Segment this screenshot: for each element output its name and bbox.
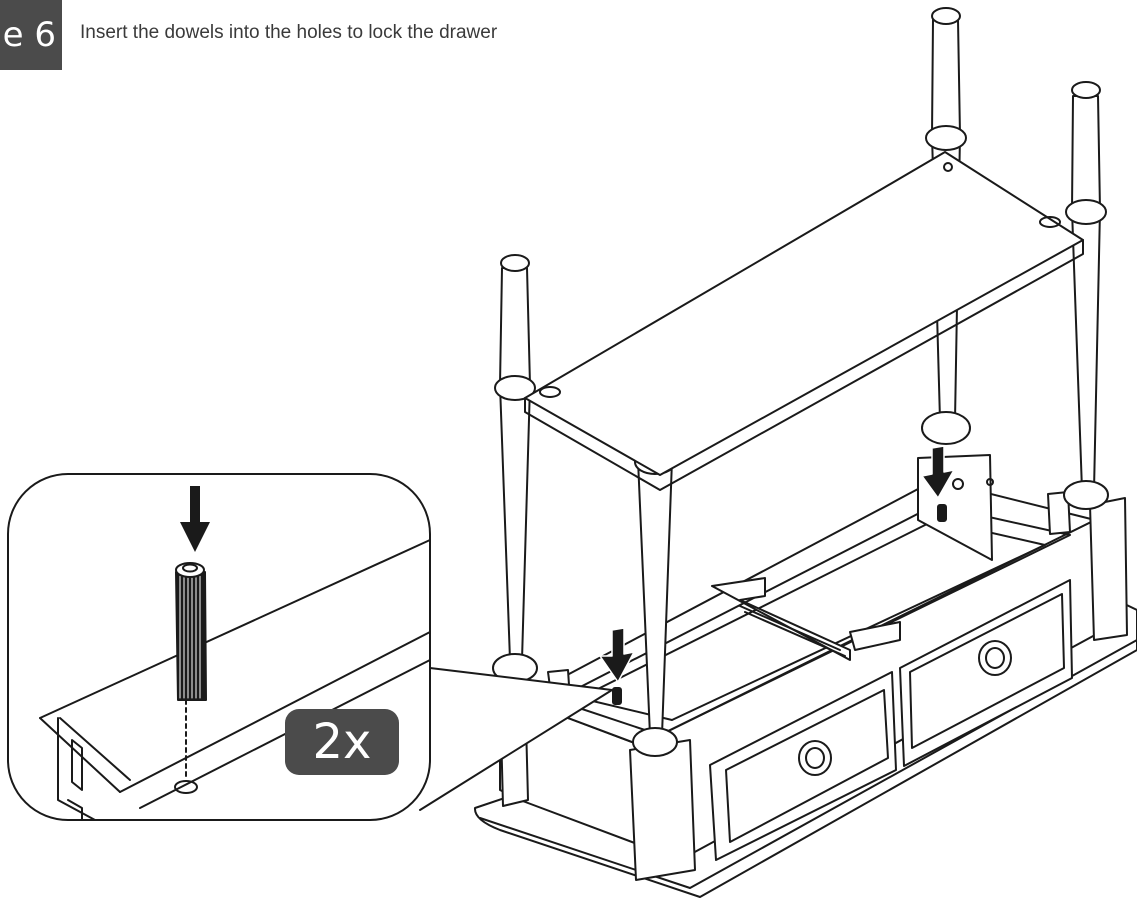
shelf-hole bbox=[1039, 216, 1061, 228]
knob-icon bbox=[798, 740, 832, 776]
shelf-hole bbox=[539, 386, 561, 398]
shelf-panel-edge bbox=[524, 239, 1084, 491]
step-number-badge: e 6 bbox=[0, 0, 62, 70]
drawer-guide bbox=[849, 621, 901, 651]
instruction-text: Insert the dowels into the holes to lock… bbox=[80, 22, 498, 43]
down-arrow-icon bbox=[599, 627, 635, 683]
leg-back-right bbox=[1063, 81, 1109, 510]
corner-block-front bbox=[629, 739, 696, 881]
dowel-icon bbox=[937, 504, 947, 522]
inner-rim bbox=[554, 504, 1071, 736]
corner-bracket bbox=[1047, 491, 1071, 535]
drawer-runner-rail bbox=[739, 605, 846, 657]
table-drawing bbox=[473, 7, 1137, 898]
screw-hole bbox=[952, 478, 964, 490]
screw-hole bbox=[986, 478, 994, 486]
step-number-label: e 6 bbox=[2, 15, 56, 55]
corner-block-right bbox=[1089, 497, 1128, 641]
quantity-label: 2x bbox=[312, 714, 372, 770]
inner-rim-2 bbox=[579, 519, 1046, 721]
down-arrow-icon bbox=[921, 445, 955, 499]
callout-leader bbox=[419, 667, 613, 811]
shelf-screw bbox=[943, 162, 953, 172]
leg-left bbox=[492, 254, 538, 683]
dowel-icon bbox=[175, 562, 207, 701]
quantity-badge: 2x bbox=[285, 709, 399, 775]
down-arrow-icon bbox=[180, 486, 210, 552]
dowel-icon bbox=[612, 687, 622, 705]
shelf-panel bbox=[524, 151, 1084, 476]
knob-icon bbox=[978, 640, 1012, 676]
